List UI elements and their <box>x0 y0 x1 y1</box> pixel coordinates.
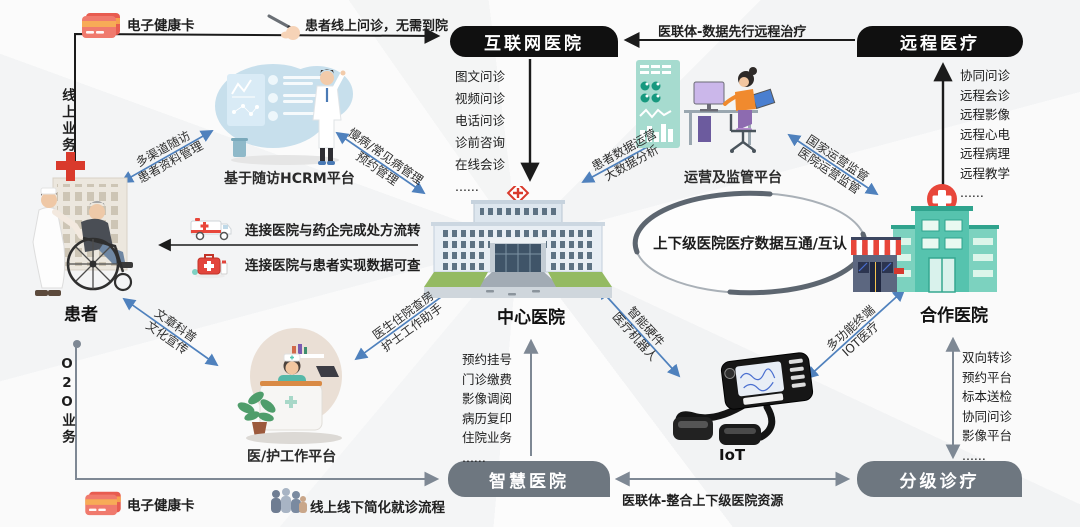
iot-illustration <box>673 352 814 445</box>
tiered-services-list: 双向转诊 预约平台 标本送检 协同问诊 影像平台 ...... <box>962 350 1013 463</box>
staff-platform-label: 医/护工作平台 <box>247 449 337 465</box>
node-smart-hospital: 智慧医院 <box>448 461 610 497</box>
ops-platform-label: 运营及监管平台 <box>684 170 782 186</box>
telemedicine-services-list: 协同问诊 远程会诊 远程影像 远程心电 远程病理 远程教学 ...... <box>960 68 1011 200</box>
rx-flow-label: 连接医院与药企完成处方流转 <box>245 223 421 239</box>
patient-illustration <box>32 152 133 296</box>
internet-services-list: 图文问诊 视频问诊 电话问诊 诊前咨询 在线会诊 ...... <box>455 69 506 194</box>
simplify-flow-label: 线上线下简化就诊流程 <box>310 500 445 516</box>
node-internet-hospital: 互联网医院 <box>450 26 618 57</box>
central-hospital-label: 中心医院 <box>497 308 565 328</box>
patient-label: 患者 <box>64 305 98 325</box>
smart-hospital-label: 智慧医院 <box>489 471 569 492</box>
data-exchange-label: 上下级医院医疗数据互通/互认 <box>653 236 847 253</box>
hcrm-platform-label: 基于随访HCRM平台 <box>224 171 355 187</box>
node-telemedicine: 远程医疗 <box>857 26 1023 57</box>
people-group-icon <box>271 488 307 513</box>
staff-platform-illustration <box>237 328 342 444</box>
smart-services-list: 预约挂号 门诊缴费 影像调阅 病历复印 住院业务 ...... <box>462 352 513 465</box>
health-card-bottom-label: 电子健康卡 <box>127 498 195 514</box>
health-card-top-label: 电子健康卡 <box>127 18 195 34</box>
online-business-label: 线上业务 <box>59 88 75 154</box>
telemedicine-label: 远程医疗 <box>900 34 980 54</box>
iot-label: IoT <box>719 446 746 464</box>
remote-first-label: 医联体-数据先行远程治疗 <box>658 25 807 40</box>
ops-platform-illustration <box>636 60 776 153</box>
partner-hospital-label: 合作医院 <box>920 306 988 326</box>
health-card-bottom-icon <box>85 491 121 516</box>
first-aid-kit-icon <box>192 254 228 279</box>
stylus-hand-icon <box>267 14 300 40</box>
data-check-label: 连接医院与患者实现数据可查 <box>245 258 421 274</box>
ambulance-icon <box>190 218 232 241</box>
node-tiered-diagnosis: 分级诊疗 <box>857 461 1022 497</box>
hcrm-illustration <box>215 64 353 165</box>
health-card-icon <box>82 13 120 38</box>
central-hospital-illustration <box>424 186 612 298</box>
o2o-business-label: O2O业务 <box>59 356 75 446</box>
online-visit-label: 患者线上问诊，无需到院 <box>305 19 449 34</box>
internet-hospital-label: 互联网医院 <box>484 34 584 54</box>
integrate-resources-label: 医联体-整合上下级医院资源 <box>622 494 784 509</box>
partner-hospital-illustration <box>851 184 999 293</box>
tiered-diagnosis-label: 分级诊疗 <box>899 471 980 492</box>
